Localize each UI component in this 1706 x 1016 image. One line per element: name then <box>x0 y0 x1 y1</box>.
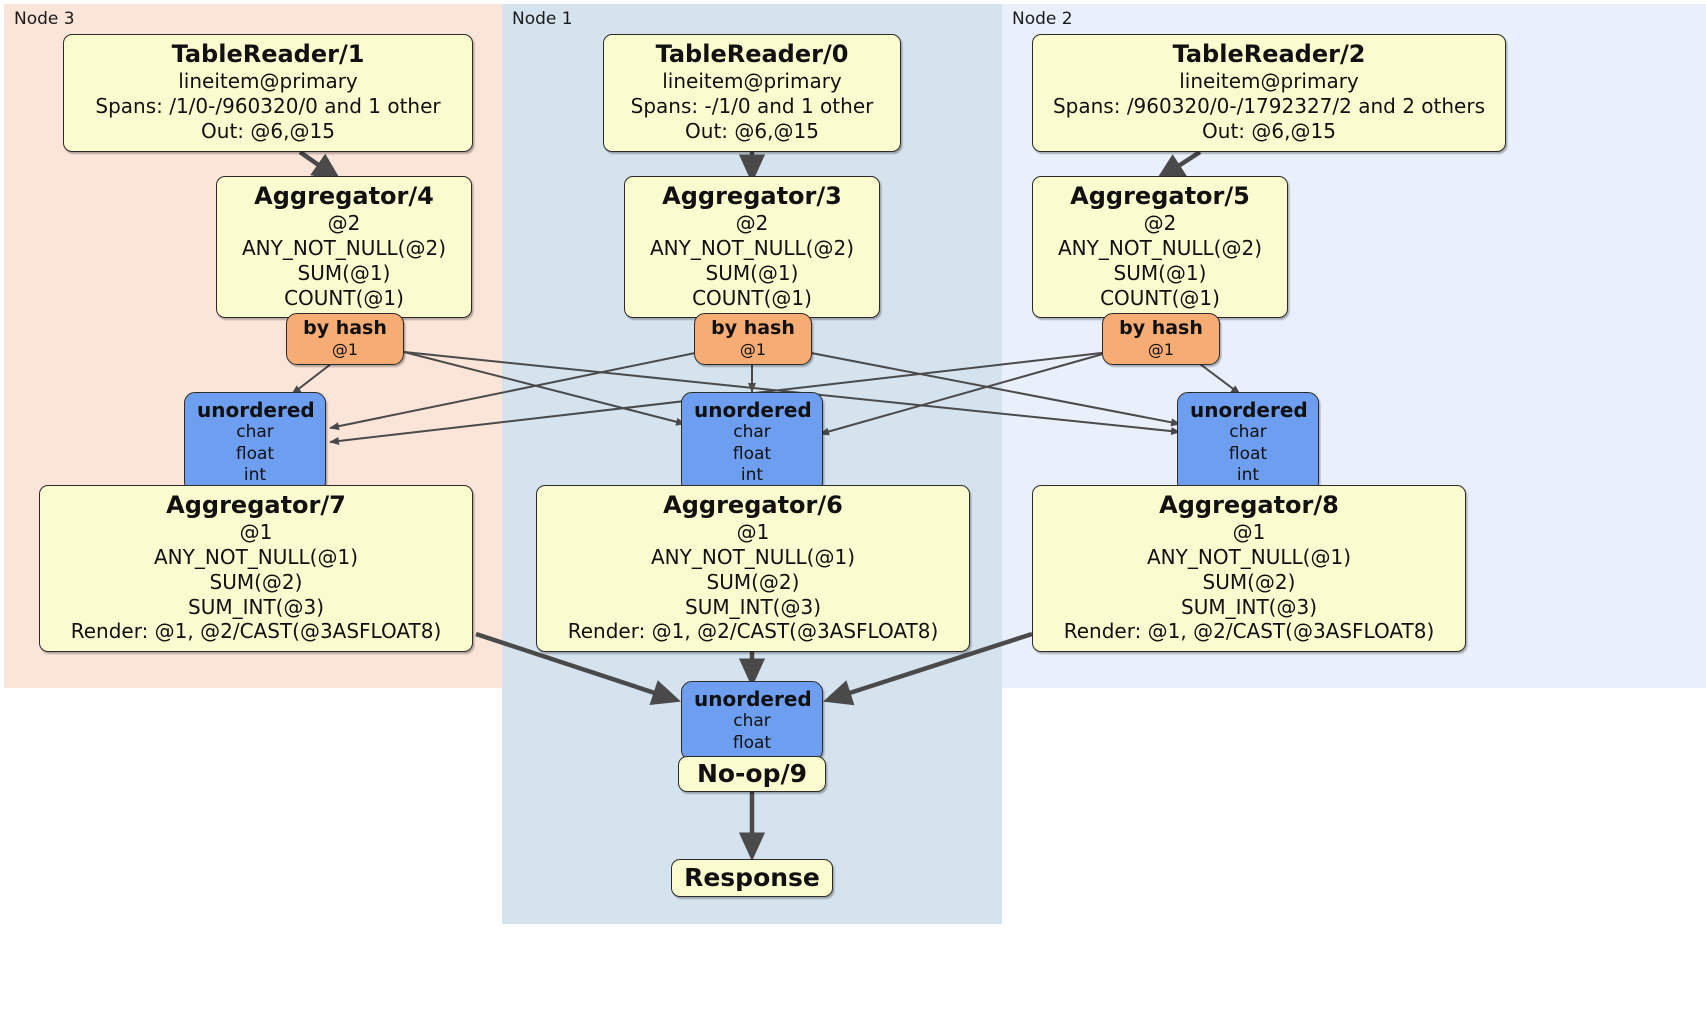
router-by-hash-node2[interactable]: by hash @1 <box>1102 313 1220 365</box>
processor-detail-agg-2: SUM_INT(@3) <box>188 594 324 619</box>
router-detail-column: @1 <box>1147 339 1175 359</box>
processor-aggregator-5[interactable]: Aggregator/5 @2 ANY_NOT_NULL(@2) SUM(@1)… <box>1032 176 1288 319</box>
synchronizer-type-1: float <box>732 443 772 464</box>
processor-detail-agg-0: ANY_NOT_NULL(@2) <box>242 236 446 261</box>
processor-title: TableReader/0 <box>655 40 849 68</box>
synchronizer-unordered-final[interactable]: unordered char float <box>681 681 823 761</box>
synchronizer-type-0: char <box>1229 422 1267 443</box>
synchronizer-type-1: float <box>1228 443 1268 464</box>
router-title: by hash <box>303 317 387 339</box>
processor-detail-agg-2: SUM_INT(@3) <box>1181 594 1317 619</box>
processor-detail-groupcols: @2 <box>735 211 769 236</box>
synchronizer-type-0: char <box>733 422 771 443</box>
synchronizer-unordered-node1[interactable]: unordered char float int <box>681 392 823 494</box>
processor-aggregator-4[interactable]: Aggregator/4 @2 ANY_NOT_NULL(@2) SUM(@1)… <box>216 176 472 319</box>
processor-title: TableReader/2 <box>1172 40 1366 68</box>
processor-detail-spans: Spans: /1/0-/960320/0 and 1 other <box>95 94 441 119</box>
processor-noop-9[interactable]: No-op/9 <box>678 756 826 792</box>
processor-detail-agg-1: SUM(@1) <box>297 260 391 285</box>
processor-detail-spans: Spans: /960320/0-/1792327/2 and 2 others <box>1052 94 1485 119</box>
processor-title: Aggregator/6 <box>663 491 843 519</box>
node-panel-label-node1: Node 1 <box>512 9 573 29</box>
processor-detail-groupcols: @2 <box>1143 211 1177 236</box>
processor-aggregator-8[interactable]: Aggregator/8 @1 ANY_NOT_NULL(@1) SUM(@2)… <box>1032 485 1466 653</box>
processor-aggregator-3[interactable]: Aggregator/3 @2 ANY_NOT_NULL(@2) SUM(@1)… <box>624 176 880 319</box>
router-by-hash-node3[interactable]: by hash @1 <box>286 313 404 365</box>
processor-detail-agg-2: COUNT(@1) <box>1100 285 1220 310</box>
router-title: by hash <box>1119 317 1203 339</box>
router-by-hash-node1[interactable]: by hash @1 <box>694 313 812 365</box>
synchronizer-title: unordered <box>694 687 812 711</box>
synchronizer-title: unordered <box>694 398 812 422</box>
processor-detail-groupcols: @1 <box>239 520 273 545</box>
processor-response[interactable]: Response <box>671 859 833 897</box>
processor-title: Aggregator/8 <box>1159 491 1339 519</box>
processor-detail-table: lineitem@primary <box>662 69 842 94</box>
synchronizer-title: unordered <box>1190 398 1308 422</box>
processor-detail-out: Out: @6,@15 <box>685 118 819 143</box>
synchronizer-type-1: float <box>235 443 275 464</box>
synchronizer-type-2: int <box>740 464 764 485</box>
synchronizer-type-0: char <box>733 711 771 732</box>
router-title: by hash <box>711 317 795 339</box>
processor-detail-render: Render: @1, @2/CAST(@3ASFLOAT8) <box>70 619 442 644</box>
processor-detail-agg-0: ANY_NOT_NULL(@1) <box>1147 545 1351 570</box>
router-detail-column: @1 <box>331 339 359 359</box>
processor-tablereader-1[interactable]: TableReader/1 lineitem@primary Spans: /1… <box>63 34 473 152</box>
processor-detail-agg-2: COUNT(@1) <box>284 285 404 310</box>
processor-detail-groupcols: @1 <box>1232 520 1266 545</box>
synchronizer-type-2: int <box>243 464 267 485</box>
processor-title: TableReader/1 <box>171 40 365 68</box>
processor-title: Aggregator/5 <box>1070 182 1250 210</box>
processor-detail-agg-0: ANY_NOT_NULL(@2) <box>1058 236 1262 261</box>
processor-detail-table: lineitem@primary <box>178 69 358 94</box>
processor-title: Aggregator/3 <box>662 182 842 210</box>
node-panel-label-node3: Node 3 <box>14 9 75 29</box>
processor-detail-agg-1: SUM(@2) <box>706 569 800 594</box>
processor-detail-out: Out: @6,@15 <box>1202 118 1336 143</box>
processor-title: Response <box>684 863 820 893</box>
processor-detail-agg-1: SUM(@2) <box>1202 569 1296 594</box>
node-panel-label-node2: Node 2 <box>1012 9 1073 29</box>
synchronizer-type-2: int <box>1236 464 1260 485</box>
processor-detail-agg-0: ANY_NOT_NULL(@2) <box>650 236 854 261</box>
synchronizer-unordered-node3[interactable]: unordered char float int <box>184 392 326 494</box>
processor-tablereader-0[interactable]: TableReader/0 lineitem@primary Spans: -/… <box>603 34 901 152</box>
processor-detail-agg-1: SUM(@1) <box>1113 260 1207 285</box>
processor-detail-spans: Spans: -/1/0 and 1 other <box>630 94 874 119</box>
processor-detail-agg-2: SUM_INT(@3) <box>685 594 821 619</box>
processor-detail-render: Render: @1, @2/CAST(@3ASFLOAT8) <box>567 619 939 644</box>
processor-aggregator-6[interactable]: Aggregator/6 @1 ANY_NOT_NULL(@1) SUM(@2)… <box>536 485 970 653</box>
processor-detail-render: Render: @1, @2/CAST(@3ASFLOAT8) <box>1063 619 1435 644</box>
processor-title: No-op/9 <box>696 759 808 789</box>
processor-title: Aggregator/4 <box>254 182 434 210</box>
processor-detail-groupcols: @2 <box>327 211 361 236</box>
synchronizer-title: unordered <box>197 398 315 422</box>
processor-detail-agg-0: ANY_NOT_NULL(@1) <box>154 545 358 570</box>
processor-detail-table: lineitem@primary <box>1179 69 1359 94</box>
synchronizer-type-0: char <box>236 422 274 443</box>
router-detail-column: @1 <box>739 339 767 359</box>
processor-detail-agg-0: ANY_NOT_NULL(@1) <box>651 545 855 570</box>
processor-detail-agg-1: SUM(@2) <box>209 569 303 594</box>
synchronizer-unordered-node2[interactable]: unordered char float int <box>1177 392 1319 494</box>
processor-title: Aggregator/7 <box>166 491 346 519</box>
processor-detail-groupcols: @1 <box>736 520 770 545</box>
processor-aggregator-7[interactable]: Aggregator/7 @1 ANY_NOT_NULL(@1) SUM(@2)… <box>39 485 473 653</box>
processor-detail-out: Out: @6,@15 <box>201 118 335 143</box>
processor-detail-agg-2: COUNT(@1) <box>692 285 812 310</box>
processor-detail-agg-1: SUM(@1) <box>705 260 799 285</box>
processor-tablereader-2[interactable]: TableReader/2 lineitem@primary Spans: /9… <box>1032 34 1506 152</box>
synchronizer-type-1: float <box>732 732 772 753</box>
